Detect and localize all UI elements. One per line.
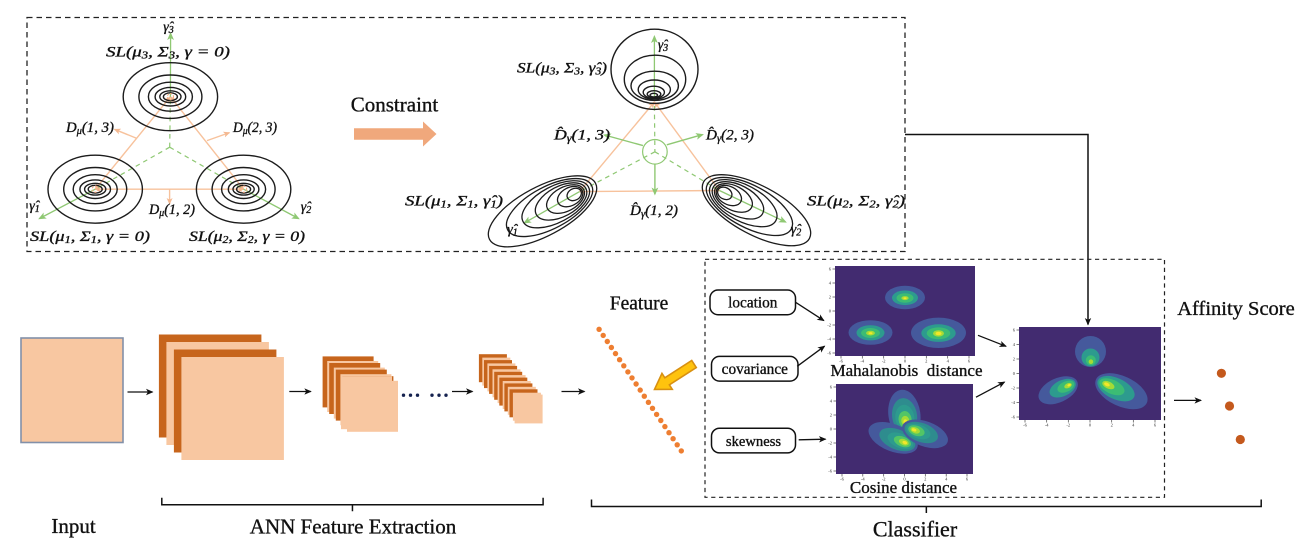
svg-text:Dμ(2, 3): Dμ(2, 3) [232,120,277,137]
svg-text:covariance: covariance [722,361,788,378]
svg-text:6: 6 [1154,423,1157,428]
svg-text:Affinity Score: Affinity Score [1177,298,1294,320]
svg-text:D̂γ(1, 3): D̂γ(1, 3) [553,127,610,145]
svg-text:2: 2 [829,295,831,300]
svg-text:4: 4 [947,359,950,364]
svg-text:2: 2 [925,359,927,364]
svg-text:6: 6 [966,477,969,482]
svg-text:-2: -2 [827,323,831,328]
svg-text:4: 4 [945,477,948,482]
svg-text:ANN Feature Extraction: ANN Feature Extraction [250,515,457,539]
svg-text:0: 0 [904,359,907,364]
svg-text:2: 2 [1111,423,1113,428]
svg-text:4: 4 [1132,423,1135,428]
svg-text:-2: -2 [1066,423,1070,428]
svg-text:4: 4 [1013,342,1016,347]
svg-text:skewness: skewness [726,434,781,450]
svg-text:0: 0 [830,427,833,432]
svg-text:-6: -6 [839,359,843,364]
svg-text:γ̂3: γ̂3 [658,37,669,54]
svg-text:SL(μ2, Σ2, γ = 0): SL(μ2, Σ2, γ = 0) [189,229,305,246]
svg-text:Cosine distance: Cosine distance [850,478,957,497]
svg-text:SL(μ1, Σ1, γ̂1): SL(μ1, Σ1, γ̂1) [405,194,503,211]
svg-text:6: 6 [1013,328,1016,333]
svg-text:Mahalanobis distance: Mahalanobis distance [830,361,982,380]
svg-text:SL(μ2, Σ2, γ̂2): SL(μ2, Σ2, γ̂2) [807,194,905,211]
svg-text:γ̂1: γ̂1 [29,199,41,215]
svg-text:-6: -6 [1023,423,1027,428]
svg-text:-2: -2 [1011,386,1015,391]
svg-text:D̂γ(2, 3): D̂γ(2, 3) [705,127,754,145]
svg-text:Classifier: Classifier [873,517,958,542]
svg-text:Dμ(1, 3): Dμ(1, 3) [65,120,114,137]
svg-text:-4: -4 [827,337,831,342]
svg-text:-4: -4 [860,359,864,364]
svg-text:0: 0 [829,309,832,314]
svg-text:6: 6 [830,385,833,390]
svg-text:location: location [728,295,778,312]
svg-text:-6: -6 [828,469,832,474]
svg-text:2: 2 [830,413,832,418]
svg-text:γ̂1: γ̂1 [507,223,519,239]
svg-text:Dμ(1, 2): Dμ(1, 2) [148,202,195,219]
svg-text:γ̂2: γ̂2 [301,200,313,216]
svg-text:-6: -6 [1011,415,1015,420]
svg-text:-2: -2 [828,441,832,446]
svg-text:SL(μ1, Σ1, γ = 0): SL(μ1, Σ1, γ = 0) [30,229,150,246]
svg-text:SL(μ3, Σ3, γ = 0): SL(μ3, Σ3, γ = 0) [106,45,230,62]
svg-text:0: 0 [1013,371,1016,376]
svg-text:4: 4 [829,281,832,286]
svg-text:-6: -6 [827,351,831,356]
svg-text:-6: -6 [840,477,844,482]
svg-text:SL(μ3, Σ3, γ̂3): SL(μ3, Σ3, γ̂3) [517,61,607,78]
svg-text:Feature: Feature [610,294,668,315]
svg-text:-4: -4 [828,455,832,460]
svg-text:Constraint: Constraint [351,93,439,117]
svg-text:6: 6 [968,359,971,364]
svg-text:D̂γ(1, 2): D̂γ(1, 2) [629,203,678,221]
svg-text:4: 4 [830,399,833,404]
svg-text:-4: -4 [1011,400,1015,405]
svg-text:γ̂3: γ̂3 [163,20,175,36]
svg-text:2: 2 [924,477,926,482]
svg-text:2: 2 [1013,357,1015,362]
svg-text:-4: -4 [861,477,865,482]
svg-text:Input: Input [51,514,95,538]
svg-text:-4: -4 [1045,423,1049,428]
svg-text:0: 0 [1089,423,1092,428]
svg-text:0: 0 [903,477,906,482]
svg-text:-2: -2 [882,477,886,482]
svg-text:-2: -2 [882,359,886,364]
svg-text:6: 6 [829,267,832,272]
svg-text:γ̂2: γ̂2 [791,223,803,239]
